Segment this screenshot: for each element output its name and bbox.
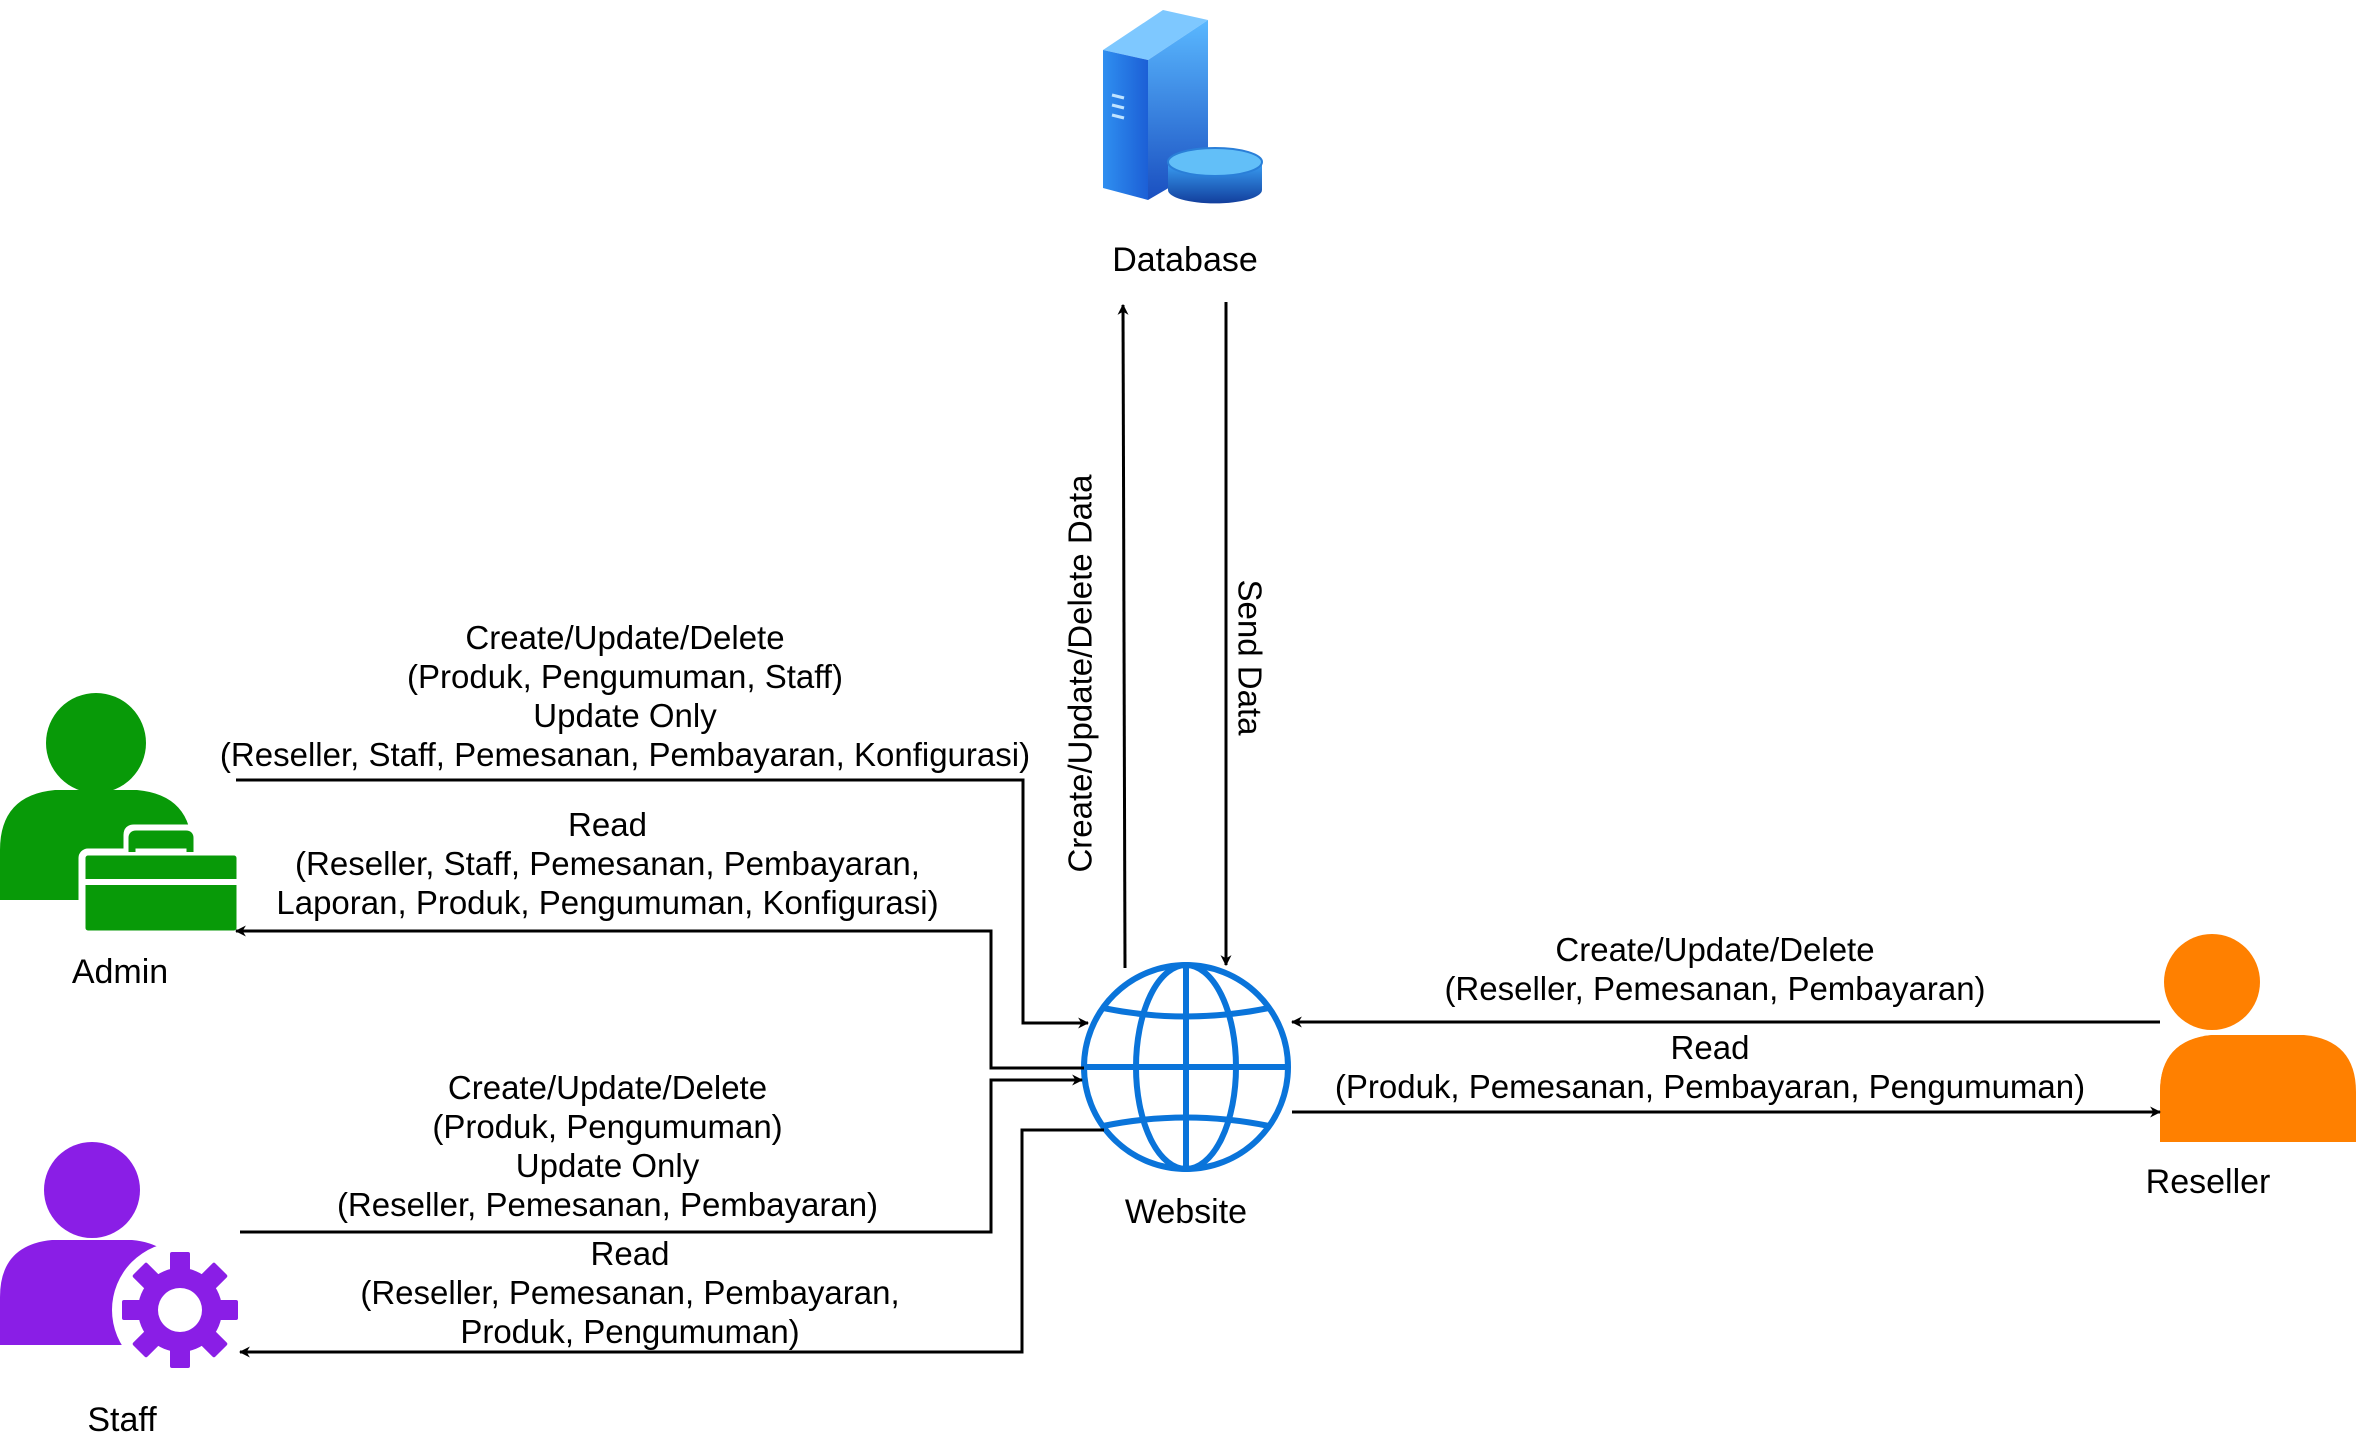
website-label: Website — [1124, 1193, 1248, 1231]
edge-label-website-to-reseller: Read (Produk, Pemesanan, Pembayaran, Pen… — [1334, 1029, 2086, 1105]
user-gear-icon — [0, 1142, 248, 1378]
edge-admin-to-website — [236, 778, 1090, 1029]
admin-label: Admin — [71, 953, 169, 991]
globe-icon — [1081, 962, 1291, 1172]
reseller-label: Reseller — [2145, 1163, 2271, 1201]
staff-label: Staff — [87, 1401, 157, 1439]
database-label: Database — [1112, 241, 1258, 279]
edge-website-to-admin — [234, 925, 1084, 1070]
edge-label-database-to-website: Send Data — [1231, 579, 1269, 736]
edge-label-staff-to-website: Create/Update/Delete (Produk, Pengumuman… — [336, 1069, 879, 1223]
edge-website-to-staff — [238, 1128, 1104, 1358]
user-briefcase-icon — [0, 693, 244, 938]
edge-staff-to-website — [240, 1074, 1084, 1234]
edge-label-website-to-database: Create/Update/Delete Data — [1061, 474, 1099, 873]
edge-label-website-to-staff: Read (Reseller, Pemesanan, Pembayaran, P… — [360, 1235, 900, 1350]
edge-label-website-to-admin: Read (Reseller, Staff, Pemesanan, Pembay… — [276, 806, 939, 921]
user-icon — [2160, 934, 2356, 1142]
edge-label-reseller-to-website: Create/Update/Delete (Reseller, Pemesana… — [1444, 931, 1986, 1007]
edge-website-to-database — [1117, 303, 1129, 969]
server-database-icon — [1103, 10, 1263, 204]
edge-label-admin-to-website: Create/Update/Delete (Produk, Pengumuman… — [219, 619, 1031, 773]
